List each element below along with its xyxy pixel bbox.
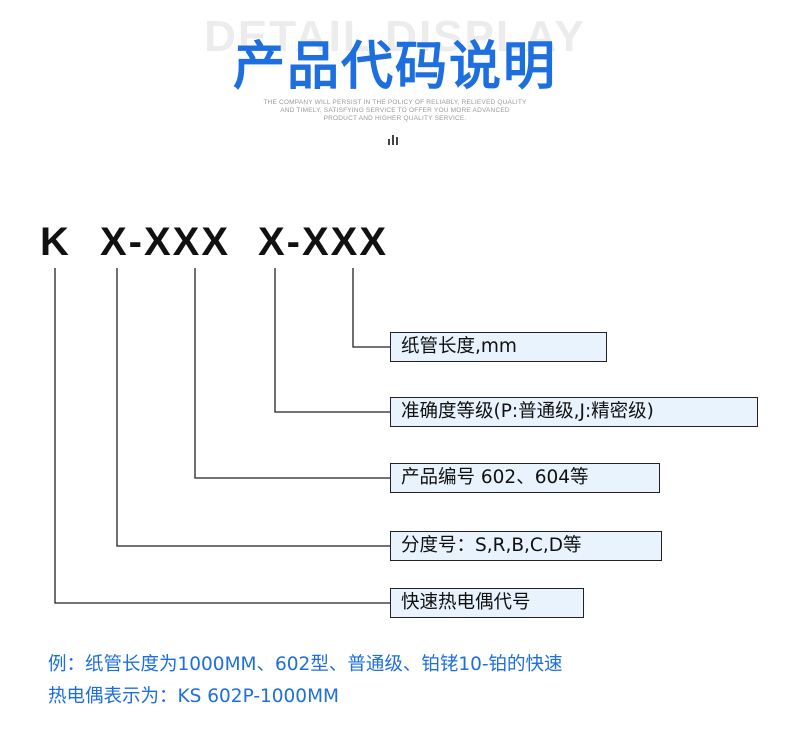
label-product-number: 产品编号 602、604等 (390, 463, 660, 493)
tagline-line-2: AND TIMELY, SATISFYING SERVICE TO OFFER … (280, 107, 510, 114)
label-fast-thermocouple-code: 快速热电偶代号 (390, 588, 584, 618)
tagline-line-1: THE COMPANY WILL PERSIST IN THE POLICY O… (263, 99, 527, 106)
label-paper-tube-length: 纸管长度,mm (390, 332, 607, 362)
tagline: THE COMPANY WILL PERSIST IN THE POLICY O… (0, 99, 790, 123)
page-title: 产品代码说明 (232, 37, 557, 97)
divider-bars-icon (388, 135, 400, 145)
code-segment-series: X-XXX (100, 220, 231, 264)
code-segment-k: K (40, 220, 71, 264)
connector-fast-thermocouple-code (54, 268, 390, 604)
connector-graduation (116, 268, 390, 547)
example-line-1: 例：纸管长度为1000MM、602型、普通级、铂铑10-铂的快速 (48, 654, 563, 675)
connector-paper-tube-length (352, 268, 390, 348)
connector-accuracy-grade (274, 268, 390, 413)
watermark-text: DETAIL DISPLAY (204, 12, 586, 61)
connector-product-number (194, 268, 390, 479)
code-segment-spec: X-XXX (258, 220, 389, 264)
tagline-line-3: PRODUCT AND HIGHER QUALITY SERVICE. (323, 115, 467, 122)
label-graduation: 分度号：S,R,B,C,D等 (390, 531, 662, 561)
example-line-2: 热电偶表示为：KS 602P-1000MM (48, 686, 339, 707)
label-accuracy-grade: 准确度等级(P:普通级,J:精密级) (390, 397, 758, 427)
